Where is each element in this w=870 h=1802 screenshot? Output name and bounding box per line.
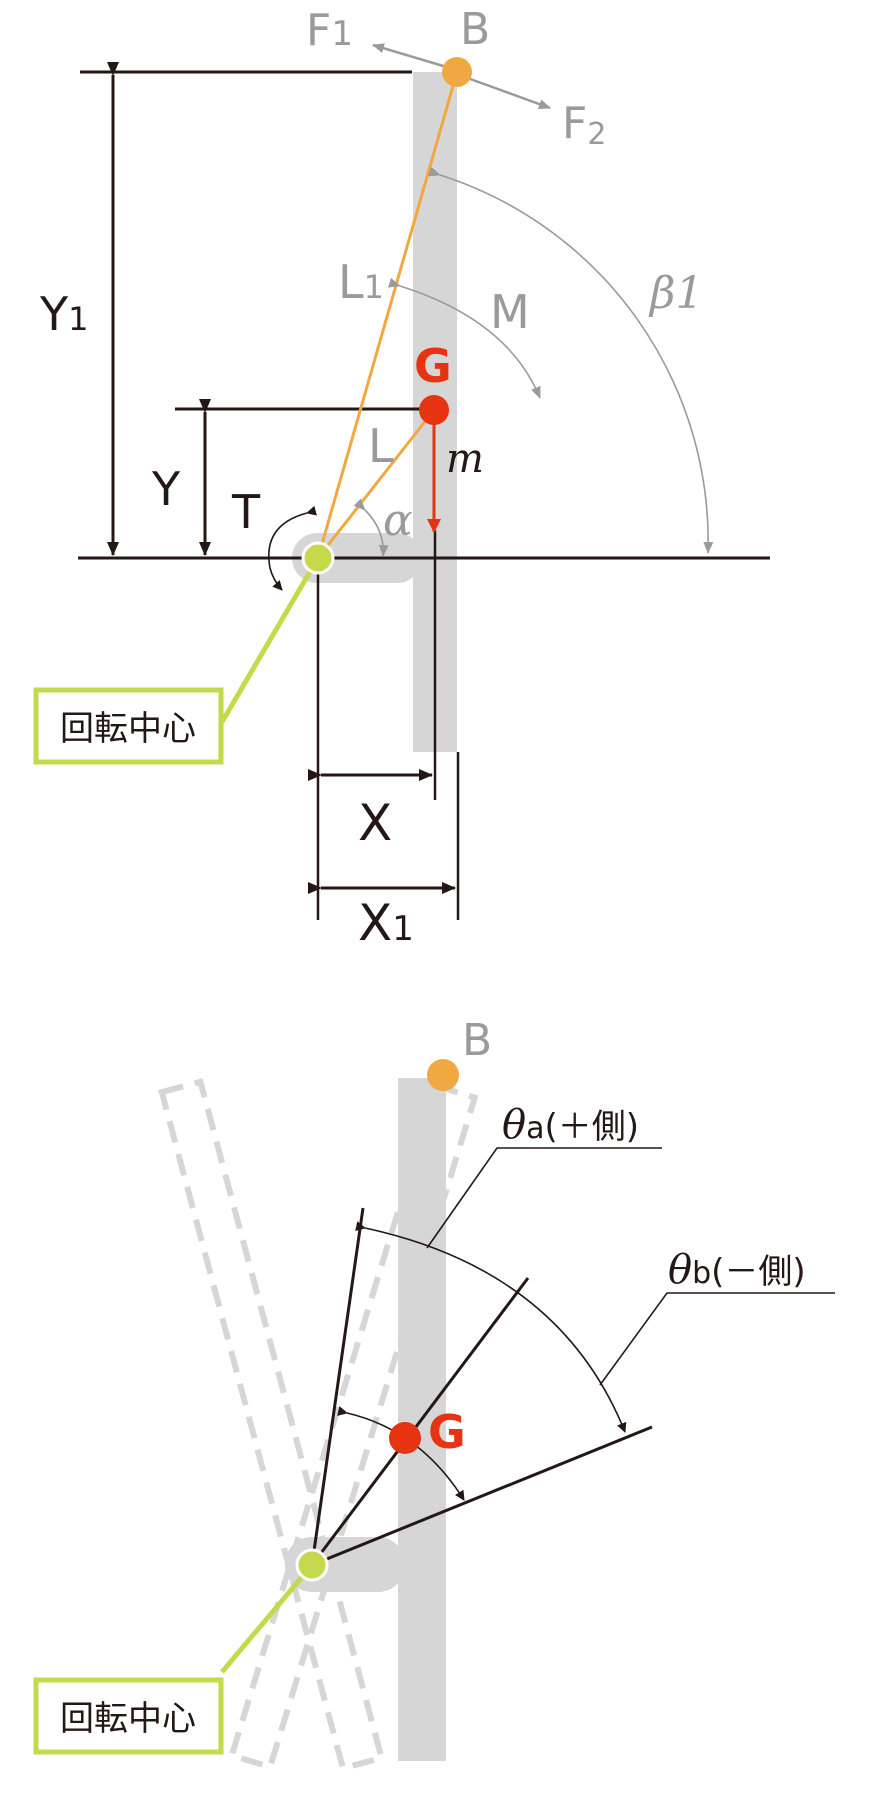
theta-b-line — [311, 1425, 653, 1567]
bottom-diagram: B G θa(＋側) θb(－側) 回転中心 — [33, 1015, 835, 1772]
label-f1: F1 — [306, 5, 353, 56]
label-g-bottom: G — [428, 1405, 466, 1459]
label-y: Y — [151, 462, 181, 516]
point-b — [442, 57, 472, 87]
label-alpha: α — [383, 495, 413, 546]
l-line — [316, 409, 436, 559]
label-b: B — [460, 4, 490, 55]
pivot-label-text-bottom: 回転中心 — [60, 1699, 196, 1739]
pivot-label-box-bottom — [33, 1677, 224, 1755]
point-b-bottom — [427, 1059, 459, 1091]
f1-arrow — [372, 43, 451, 70]
ghost-bar-plus — [158, 1078, 386, 1772]
l1-line — [316, 71, 459, 559]
label-m: M — [490, 285, 530, 339]
pivot-point — [301, 541, 335, 575]
f2-arrow — [461, 74, 551, 110]
theta-a-leader — [426, 1147, 662, 1249]
pivot-label-box — [33, 687, 224, 765]
label-x: X — [358, 794, 392, 852]
t-rotation-arc — [268, 505, 317, 591]
label-l: L — [368, 419, 394, 473]
theta-range-arc — [355, 1221, 627, 1433]
theta-a-line — [310, 1207, 365, 1566]
label-m-mass: m — [446, 436, 484, 482]
top-diagram: F1 B F2 Y1 L1 M β1 G L m Y T α X X1 回転中心 — [33, 4, 770, 952]
pivot-leader — [219, 556, 321, 724]
label-x1: X1 — [358, 894, 414, 952]
label-y1: Y1 — [39, 287, 88, 341]
label-g: G — [414, 339, 452, 393]
point-g-bottom — [389, 1422, 421, 1454]
theta-b-leader — [599, 1292, 835, 1386]
point-g — [419, 395, 449, 425]
alpha-arc — [353, 498, 389, 557]
label-t: T — [231, 485, 261, 539]
label-l1: L1 — [338, 255, 384, 309]
label-f2: F2 — [562, 98, 606, 152]
beta1-arc — [428, 166, 714, 554]
m-moment-arc — [388, 277, 541, 399]
pivot-label-text: 回転中心 — [60, 709, 196, 749]
label-beta1: β1 — [648, 268, 703, 319]
label-b-bottom: B — [462, 1015, 492, 1066]
label-theta-a: θa(＋側) — [502, 1102, 639, 1148]
label-theta-b: θb(－側) — [668, 1247, 806, 1293]
pivot-leader-bottom — [220, 1563, 314, 1674]
pivot-point-bottom — [295, 1548, 329, 1582]
